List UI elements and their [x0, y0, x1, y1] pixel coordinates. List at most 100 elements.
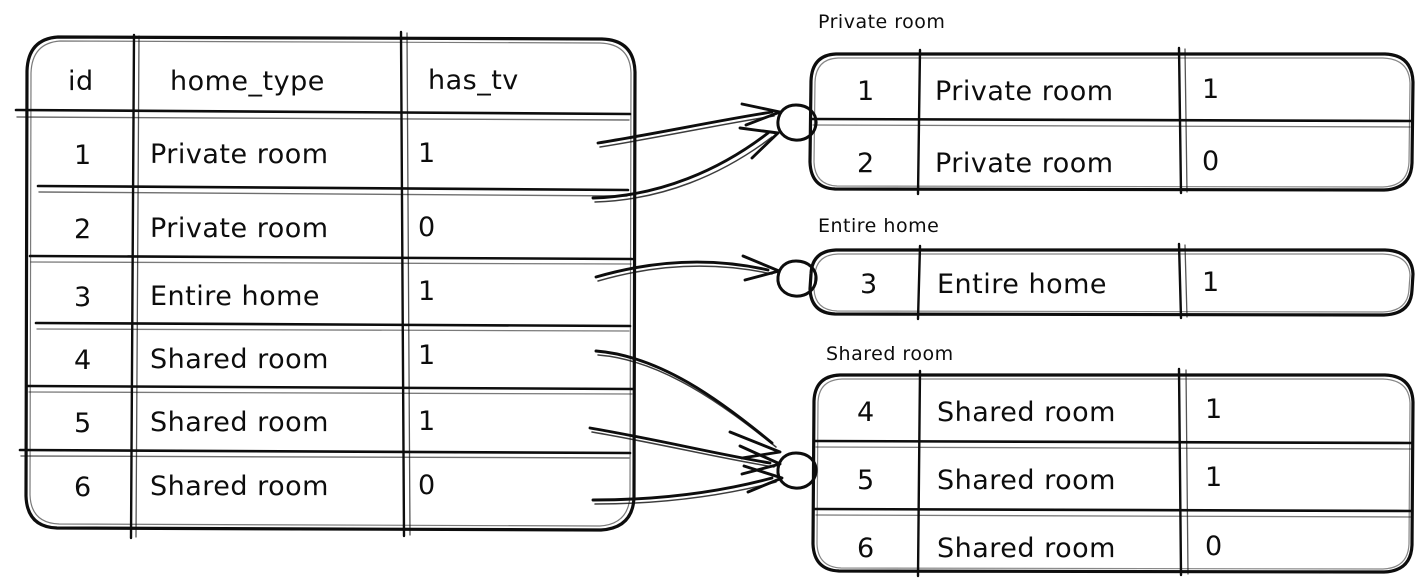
source-table-row: 1 Private room 1: [74, 138, 436, 171]
source-row-divider-3-echo: [36, 328, 630, 332]
source-table-row: 3 Entire home 1: [74, 276, 436, 313]
group-row-divider-shared-1-echo: [815, 446, 1412, 450]
group-cell-home-type: Shared room: [937, 465, 1116, 496]
group-col-divider-1-private: [916, 48, 922, 196]
source-header-home-type: home_type: [170, 66, 325, 97]
source-table-row: 2 Private room 0: [74, 212, 436, 245]
connector-arrow: [591, 464, 784, 505]
group-label-shared-room: Shared room: [826, 343, 954, 365]
group-cell-home-type: Private room: [935, 148, 1114, 179]
group-table-row: 6 Shared room 0: [857, 531, 1223, 564]
source-cell-id: 5: [74, 408, 92, 439]
source-cell-home-type: Shared room: [150, 344, 329, 375]
source-cell-home-type: Entire home: [150, 281, 320, 312]
source-col-divider-1-echo: [135, 35, 140, 538]
connector-arrow: [591, 126, 780, 203]
source-cell-has-tv: 1: [418, 138, 436, 169]
group-table-entire-home: Entire home 3 Entire home 1: [808, 215, 1415, 321]
source-table: id home_type has_tv 1 Private room 1 2 P…: [14, 30, 637, 540]
source-table-row: 6 Shared room 0: [74, 470, 436, 503]
group-col-divider-2-entire-echo: [1184, 244, 1188, 318]
connector-arrows: [588, 102, 784, 505]
group-table-row: 1 Private room 1: [857, 74, 1220, 107]
source-row-divider-1: [36, 184, 630, 192]
group-table-row: 5 Shared room 1: [857, 462, 1223, 496]
source-cell-has-tv: 0: [418, 470, 436, 501]
source-row-divider-2: [28, 254, 634, 261]
group-cell-has-tv: 1: [1202, 74, 1220, 105]
group-col-divider-1-entire: [916, 244, 922, 321]
source-row-divider-5: [18, 448, 632, 455]
source-cell-has-tv: 1: [418, 406, 436, 437]
group-col-divider-2-entire: [1177, 242, 1183, 320]
group-row-divider-private-echo: [812, 124, 1411, 128]
group-row-divider-shared-1: [813, 439, 1414, 445]
group-col-divider-2-shared: [1177, 367, 1183, 577]
group-cell-home-type: Shared room: [937, 533, 1116, 564]
group-cell-home-type: Entire home: [937, 269, 1107, 300]
source-cell-has-tv: 1: [418, 276, 436, 307]
group-table-private-room: Private room 1 Private room 1 2 Private …: [808, 11, 1415, 196]
group-cell-home-type: Private room: [935, 76, 1114, 107]
group-cell-id: 3: [860, 269, 878, 300]
source-col-divider-2: [399, 30, 406, 538]
group-cell-id: 5: [857, 465, 875, 496]
group-row-divider-shared-2-echo: [815, 514, 1412, 518]
group-cell-id: 1: [857, 76, 875, 107]
group-table-row: 3 Entire home 1: [860, 267, 1220, 300]
source-row-divider-4: [26, 384, 635, 391]
group-col-divider-1-shared: [916, 369, 922, 578]
group-cell-has-tv: 1: [1205, 462, 1223, 493]
source-row-divider-2-echo: [30, 261, 632, 265]
source-cell-has-tv: 1: [418, 340, 436, 371]
source-header-id: id: [68, 66, 94, 97]
group-label-private-room: Private room: [818, 11, 945, 33]
group-row-divider-shared-2: [813, 507, 1414, 513]
source-col-divider-1: [129, 33, 136, 540]
source-cell-id: 6: [74, 472, 92, 503]
source-col-divider-2-echo: [406, 32, 411, 536]
source-table-row: 4 Shared room 1: [74, 340, 436, 376]
source-table-row: 5 Shared room 1: [74, 406, 436, 439]
group-cell-has-tv: 0: [1202, 146, 1220, 177]
group-frame-entire-home: [808, 248, 1415, 317]
group-node-entire-home: [776, 259, 818, 298]
source-row-divider-4-echo: [28, 391, 633, 395]
group-frame-entire-home-echo: [813, 253, 1411, 313]
group-frame-private-room: [808, 52, 1415, 192]
source-cell-id: 3: [74, 282, 92, 313]
group-row-divider-private: [810, 117, 1413, 123]
connector-arrow: [596, 102, 782, 148]
source-table-frame: [24, 35, 637, 532]
source-row-divider-head: [14, 108, 632, 116]
group-table-row: 2 Private room 0: [857, 146, 1220, 179]
group-cell-has-tv: 0: [1205, 531, 1223, 562]
group-cell-home-type: Shared room: [937, 397, 1116, 428]
group-frame-shared-room-echo: [816, 378, 1411, 570]
group-cell-has-tv: 1: [1205, 394, 1223, 425]
group-cell-has-tv: 1: [1202, 267, 1220, 298]
source-cell-home-type: Private room: [150, 139, 329, 170]
group-frame-shared-room: [811, 373, 1415, 574]
group-cell-id: 2: [857, 148, 875, 179]
source-cell-home-type: Private room: [150, 213, 329, 244]
source-row-divider-3: [34, 321, 632, 328]
source-cell-has-tv: 0: [418, 212, 436, 243]
group-cell-id: 4: [857, 397, 875, 428]
source-cell-id: 4: [74, 345, 92, 376]
group-table-row: 4 Shared room 1: [857, 394, 1223, 428]
source-cell-id: 1: [74, 140, 92, 171]
group-col-divider-2-shared-echo: [1185, 369, 1189, 575]
source-row-divider-1-echo: [38, 191, 628, 197]
group-frame-private-room-echo: [813, 57, 1411, 188]
connector-arrow: [594, 349, 782, 460]
group-label-entire-home: Entire home: [818, 215, 939, 237]
source-cell-id: 2: [74, 214, 92, 245]
group-cell-id: 6: [857, 533, 875, 564]
source-cell-home-type: Shared room: [150, 471, 329, 502]
group-table-shared-room: Shared room 4 Shared room 1 5 Shared roo…: [811, 343, 1415, 578]
source-row-divider-5-echo: [20, 455, 630, 459]
source-row-divider-head-echo: [16, 116, 630, 121]
source-cell-home-type: Shared room: [150, 407, 329, 438]
